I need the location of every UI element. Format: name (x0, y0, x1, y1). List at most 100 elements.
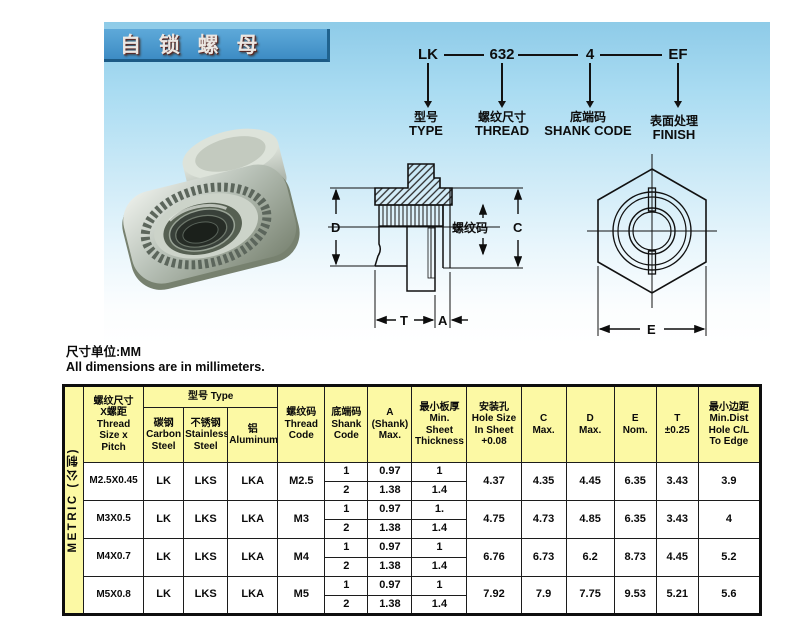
top-panel: 自 锁 螺 母 LK 632 4 EF 型号 TYPE 螺纹尺寸 THREAD … (104, 22, 770, 344)
cell-thread-code: M4 (277, 538, 326, 577)
connector-line (444, 54, 484, 56)
down-arrow-icon (424, 101, 432, 108)
down-arrow-line (501, 63, 503, 101)
col-header-thread-code: 螺纹码 Thread Code (277, 385, 326, 463)
cell-a: 1.38 (367, 481, 413, 501)
units-note: 尺寸单位:MM All dimensions are in millimeter… (66, 345, 265, 375)
cell-aluminum: LKA (227, 500, 279, 539)
cell-t: 3.43 (655, 500, 699, 539)
part-code-type: LK (418, 46, 438, 63)
dimension-table: METRIC (公制) 螺纹尺寸 X螺距 Thread Size x Pitch… (62, 384, 762, 616)
col-header-a-max: A (Shank) Max. (367, 385, 413, 463)
cell-edge: 3.9 (697, 462, 762, 501)
col-header-hole: 安装孔 Hole Size In Sheet +0.08 (466, 385, 522, 463)
cell-c: 4.35 (520, 462, 567, 501)
hex-drawing: E (587, 154, 717, 337)
cell-thread-code: M3 (277, 500, 326, 539)
cell-aluminum: LKA (227, 576, 279, 615)
table-subrow: 2 1.38 1.4 (64, 595, 761, 615)
connector-line (518, 54, 578, 56)
cell-shank: 1 (324, 576, 369, 596)
col-header-e-nom: E Nom. (613, 385, 657, 463)
down-arrow-line (589, 63, 591, 101)
cell-e: 6.35 (613, 462, 657, 501)
cell-d: 6.2 (565, 538, 615, 577)
down-arrow-icon (674, 101, 682, 108)
cell-sheet: 1 (411, 576, 468, 596)
cell-hole: 4.37 (466, 462, 522, 501)
cell-size: M4X0.7 (83, 538, 145, 577)
table-row: M2.5X0.45 LK LKS LKA M2.5 1 0.97 1 4.37 … (64, 462, 762, 501)
cell-a: 0.97 (367, 576, 413, 596)
col-header-t: T ±0.25 (655, 385, 699, 463)
cell-thread-code: M2.5 (277, 462, 326, 501)
cell-shank: 2 (324, 557, 369, 577)
part-code-thread: 632 (489, 46, 515, 63)
cell-edge: 5.2 (697, 538, 762, 577)
connector-line (600, 54, 662, 56)
cell-sheet: 1.4 (411, 519, 468, 539)
cell-sheet: 1 (411, 462, 468, 482)
cell-hole: 7.92 (466, 576, 522, 615)
product-photo (122, 128, 300, 290)
cell-t: 5.21 (655, 576, 699, 615)
cell-sheet: 1. (411, 500, 468, 520)
dim-t-label: T (400, 313, 408, 328)
cell-stainless: LKS (183, 538, 229, 577)
cell-carbon: LK (143, 576, 185, 615)
cell-a: 0.97 (367, 462, 413, 482)
cell-shank: 2 (324, 481, 369, 501)
cell-c: 7.9 (520, 576, 567, 615)
cell-t: 3.43 (655, 462, 699, 501)
cell-e: 9.53 (613, 576, 657, 615)
dim-thread-code-label: 螺纹码 (452, 220, 488, 235)
cell-c: 6.73 (520, 538, 567, 577)
cell-stainless: LKS (183, 500, 229, 539)
cell-a: 1.38 (367, 557, 413, 577)
cell-sheet: 1.4 (411, 481, 468, 501)
col-header-min-sheet: 最小板厚 Min. Sheet Thickness (411, 385, 468, 463)
label-finish: 表面处理 FINISH (649, 114, 699, 143)
section-drawing: D C 螺纹码 T A (328, 163, 523, 328)
cell-a: 1.38 (367, 595, 413, 615)
cell-size: M3X0.5 (83, 500, 145, 539)
col-header-shank-code: 底端码 Shank Code (324, 385, 369, 463)
part-code-shank: 4 (585, 46, 595, 63)
col-header-stainless: 不锈钢 Stainless Steel (183, 407, 229, 463)
col-header-type-group: 型号 Type (143, 385, 279, 408)
col-header-carbon: 碳钢 Carbon Steel (143, 407, 185, 463)
page-title-text: 自 锁 螺 母 (120, 34, 264, 57)
cell-d: 4.85 (565, 500, 615, 539)
down-arrow-icon (586, 101, 594, 108)
down-arrow-line (677, 63, 679, 101)
cell-hole: 4.75 (466, 500, 522, 539)
down-arrow-icon (498, 101, 506, 108)
col-header-size: 螺纹尺寸 X螺距 Thread Size x Pitch (83, 385, 145, 463)
cell-t: 4.45 (655, 538, 699, 577)
cell-c: 4.73 (520, 500, 567, 539)
cell-carbon: LK (143, 538, 185, 577)
cell-shank: 1 (324, 462, 369, 482)
cell-carbon: LK (143, 462, 185, 501)
cell-d: 4.45 (565, 462, 615, 501)
cell-shank: 1 (324, 500, 369, 520)
cell-aluminum: LKA (227, 538, 279, 577)
dim-e-label: E (647, 322, 656, 337)
page-title: 自 锁 螺 母 (104, 29, 330, 62)
cell-size: M5X0.8 (83, 576, 145, 615)
col-header-c-max: C Max. (520, 385, 567, 463)
cell-sheet: 1 (411, 538, 468, 558)
table-row: M4X0.7 LK LKS LKA M4 1 0.97 1 6.76 6.73 … (64, 538, 762, 577)
cell-stainless: LKS (183, 462, 229, 501)
cell-edge: 5.6 (697, 576, 762, 615)
cell-edge: 4 (697, 500, 762, 539)
down-arrow-line (427, 63, 429, 101)
cell-hole: 6.76 (466, 538, 522, 577)
label-thread: 螺纹尺寸 THREAD (474, 110, 530, 139)
dim-a-label: A (438, 313, 448, 328)
cell-carbon: LK (143, 500, 185, 539)
cell-a: 0.97 (367, 538, 413, 558)
cell-sheet: 1.4 (411, 595, 468, 615)
dim-c-label: C (513, 220, 523, 235)
